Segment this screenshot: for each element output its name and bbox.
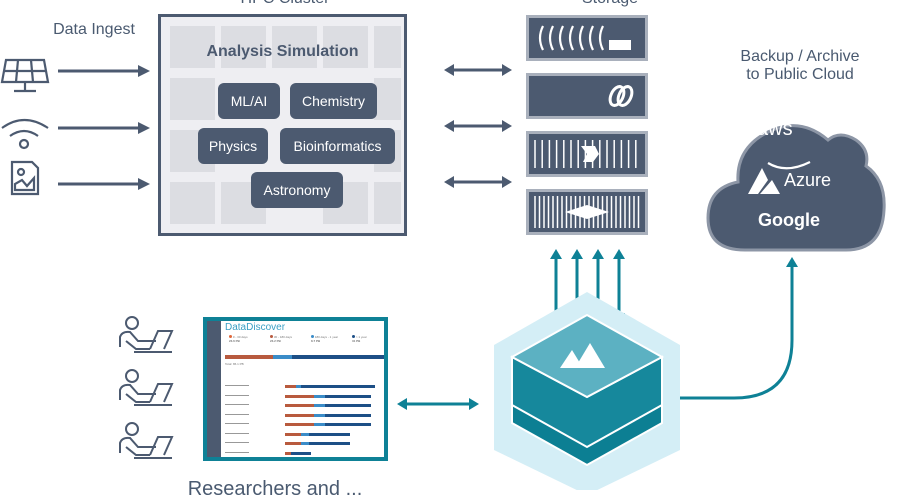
dd-table-row [225, 431, 380, 439]
dd-table-row [225, 450, 380, 458]
dd-bar-segment [272, 355, 292, 359]
chip-bioinformatics: Bioinformatics [280, 128, 395, 164]
ingest-icons [0, 58, 150, 196]
dd-row-bar-new [309, 442, 350, 445]
dd-row-bar-mid [313, 404, 325, 407]
dd-row-bar-old [285, 385, 296, 388]
dd-row-bar-new [309, 432, 350, 436]
dd-summary-bar [225, 355, 384, 359]
hpc-cluster-label: HPC Cluster [215, 0, 355, 8]
dd-table-row [225, 412, 380, 420]
dd-row-bar-mid [313, 423, 325, 426]
dd-bucket-label: 0 - 30 days [232, 335, 248, 339]
backup-archive-line1: Backup / Archive [740, 48, 860, 65]
dd-bucket-label: 180 days - 1 year [314, 335, 339, 339]
dd-row-bar-new [324, 404, 372, 407]
cloud-provider-aws: aws [757, 118, 793, 140]
dd-row-bar-mid [313, 394, 325, 398]
storage-server-2 [526, 73, 648, 119]
image-file-icon [10, 160, 40, 196]
hpc-cluster-box: Analysis Simulation ML/AI Chemistry Phys… [158, 14, 407, 236]
chip-ml-ai: ML/AI [218, 83, 280, 119]
dd-table-row [225, 421, 380, 429]
dd-bucket-label: > 1 year [355, 335, 367, 339]
dd-row-bar-old [285, 451, 292, 455]
dd-row-bar-mid [313, 413, 325, 417]
dd-row-bar-mid [295, 385, 302, 388]
cloud-provider-azure: Azure [784, 170, 832, 190]
dd-row-bar-old [285, 432, 302, 436]
backup-archive-label: Backup / Archive to Public Cloud [720, 48, 880, 85]
diamond-logo-icon [534, 196, 640, 228]
dd-bucket-value: 23.2 PB [270, 339, 281, 343]
dd-row-bar-old [285, 404, 314, 407]
dd-bucket-value: 8.7 PB [311, 339, 321, 343]
dd-bucket-value: 23.6 PB [229, 339, 240, 343]
data-lake-area [494, 249, 798, 490]
dd-row-bar-old [285, 423, 314, 426]
cluster-storage-arrows [444, 64, 512, 188]
dd-title: DataDiscover [225, 322, 286, 333]
dd-row-bar-old [285, 442, 302, 445]
dd-row-bar-new [324, 394, 372, 398]
dd-table-row [225, 440, 380, 448]
dd-table-row [225, 383, 380, 391]
storage-server-1 [526, 15, 648, 61]
chip-physics: Physics [198, 128, 268, 164]
dd-row-bar-new [324, 413, 372, 417]
pure-storage-logo-icon [534, 140, 637, 168]
solar-panel-icon [0, 58, 50, 93]
dd-row-bar-new [301, 385, 375, 388]
researcher-icon [119, 316, 174, 353]
dd-bar-segment [225, 355, 273, 359]
dd-table-row [225, 393, 380, 401]
chip-astronomy: Astronomy [251, 172, 343, 208]
dd-sidebar [207, 321, 221, 457]
dd-row-bar-new [291, 451, 312, 455]
dd-bar-segment [291, 355, 384, 359]
datadiscover-lake-arrow [397, 398, 479, 410]
wifi-icon [1, 118, 49, 150]
public-cloud [706, 124, 886, 252]
dd-bucket-value: 31 PB [352, 339, 361, 343]
researcher-icons [119, 316, 174, 459]
ingest-arrows [58, 65, 150, 190]
chip-chemistry: Chemistry [290, 83, 377, 119]
backup-archive-line2: to Public Cloud [746, 66, 854, 84]
storage-server-3 [526, 131, 648, 177]
dd-row-bar-mid [301, 442, 310, 445]
storage-server-4 [526, 189, 648, 235]
datalake-icon [494, 292, 680, 490]
dd-bucket-label: 30 - 180 days [273, 335, 293, 339]
dd-row-bar-new [324, 423, 372, 426]
cloud-provider-google: Google [758, 210, 820, 230]
dd-row-bar-mid [301, 432, 310, 436]
dd-total: Total: 86.1 PB [225, 362, 244, 366]
azure-logo-icon [748, 168, 780, 194]
tape-icon [538, 25, 631, 51]
storage-label: Storage [540, 0, 680, 8]
cluster-title: Analysis Simulation [206, 43, 359, 60]
dd-table-row [225, 402, 380, 410]
dd-row-bar-old [285, 394, 314, 398]
researcher-icon [119, 422, 174, 459]
data-ingest-label: Data Ingest [53, 21, 135, 38]
dd-row-bar-old [285, 413, 314, 417]
researcher-icon [119, 369, 174, 406]
lake-cloud-arrow [620, 265, 794, 400]
rings-logo-icon [608, 85, 634, 107]
